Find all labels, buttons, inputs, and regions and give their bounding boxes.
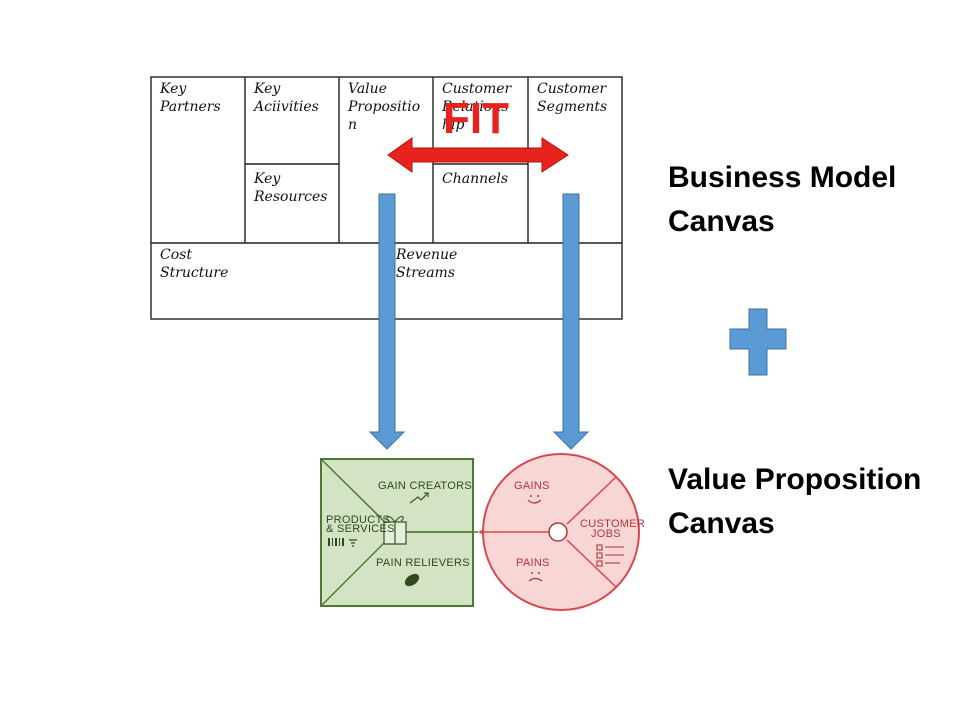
- sad-face-icon: [528, 572, 543, 582]
- bmc-block-key-activities: Key Aciivities: [252, 81, 319, 115]
- value-map: GAIN CREATORS PAIN RELIEVERS PRODUCTS & …: [320, 458, 474, 607]
- pains-label: PAINS: [516, 557, 550, 569]
- happy-face-icon: [527, 495, 542, 504]
- bmc-block-value-proposition: Value Propositio n: [347, 81, 425, 133]
- fit-label: FIT: [443, 94, 509, 143]
- profile-divider: [566, 476, 617, 525]
- pill-icon: [404, 573, 420, 587]
- customer-jobs-label: CUSTOMER JOBS: [580, 518, 649, 540]
- bmc-block-customer-relationship: Customer Relations hip: [441, 81, 516, 133]
- bmc-block-customer-segments: Customer Segments: [537, 81, 611, 115]
- products-services-label: PRODUCTS & SERVICES: [326, 514, 395, 535]
- value-proposition-canvas-title: Value Proposition Canvas: [668, 463, 922, 540]
- gift-icon: [383, 515, 407, 545]
- service-icon: [349, 539, 357, 547]
- barcode-icon: [328, 538, 344, 546]
- bmc-block-channels: Channels: [442, 171, 508, 187]
- customer-head-icon: [548, 522, 568, 542]
- value-map-divider: [320, 531, 396, 607]
- bmc-block-revenue-streams: Revenue Streams: [395, 247, 462, 281]
- trend-up-icon: [409, 492, 429, 504]
- value-map-divider: [320, 458, 396, 533]
- bmc-block-key-partners: Key Partners: [159, 81, 221, 115]
- customer-profile: GAINS PAINS CUSTOMER JOBS: [482, 453, 649, 611]
- fit-double-arrow: [387, 137, 569, 173]
- customer-segments-down-arrow: [552, 193, 590, 450]
- gain-creators-label: GAIN CREATORS: [378, 480, 472, 492]
- checklist-icon: [596, 544, 624, 567]
- plus-icon: [729, 308, 787, 376]
- gains-label: GAINS: [514, 480, 550, 492]
- business-model-canvas-title: Business Model Canvas: [668, 161, 897, 238]
- bmc-block-key-resources: Key Resources: [253, 171, 327, 205]
- pain-relievers-label: PAIN RELIEVERS: [376, 557, 470, 569]
- bmc-block-cost-structure: Cost Structure: [160, 247, 228, 281]
- profile-divider: [566, 539, 617, 588]
- value-proposition-down-arrow: [368, 193, 406, 450]
